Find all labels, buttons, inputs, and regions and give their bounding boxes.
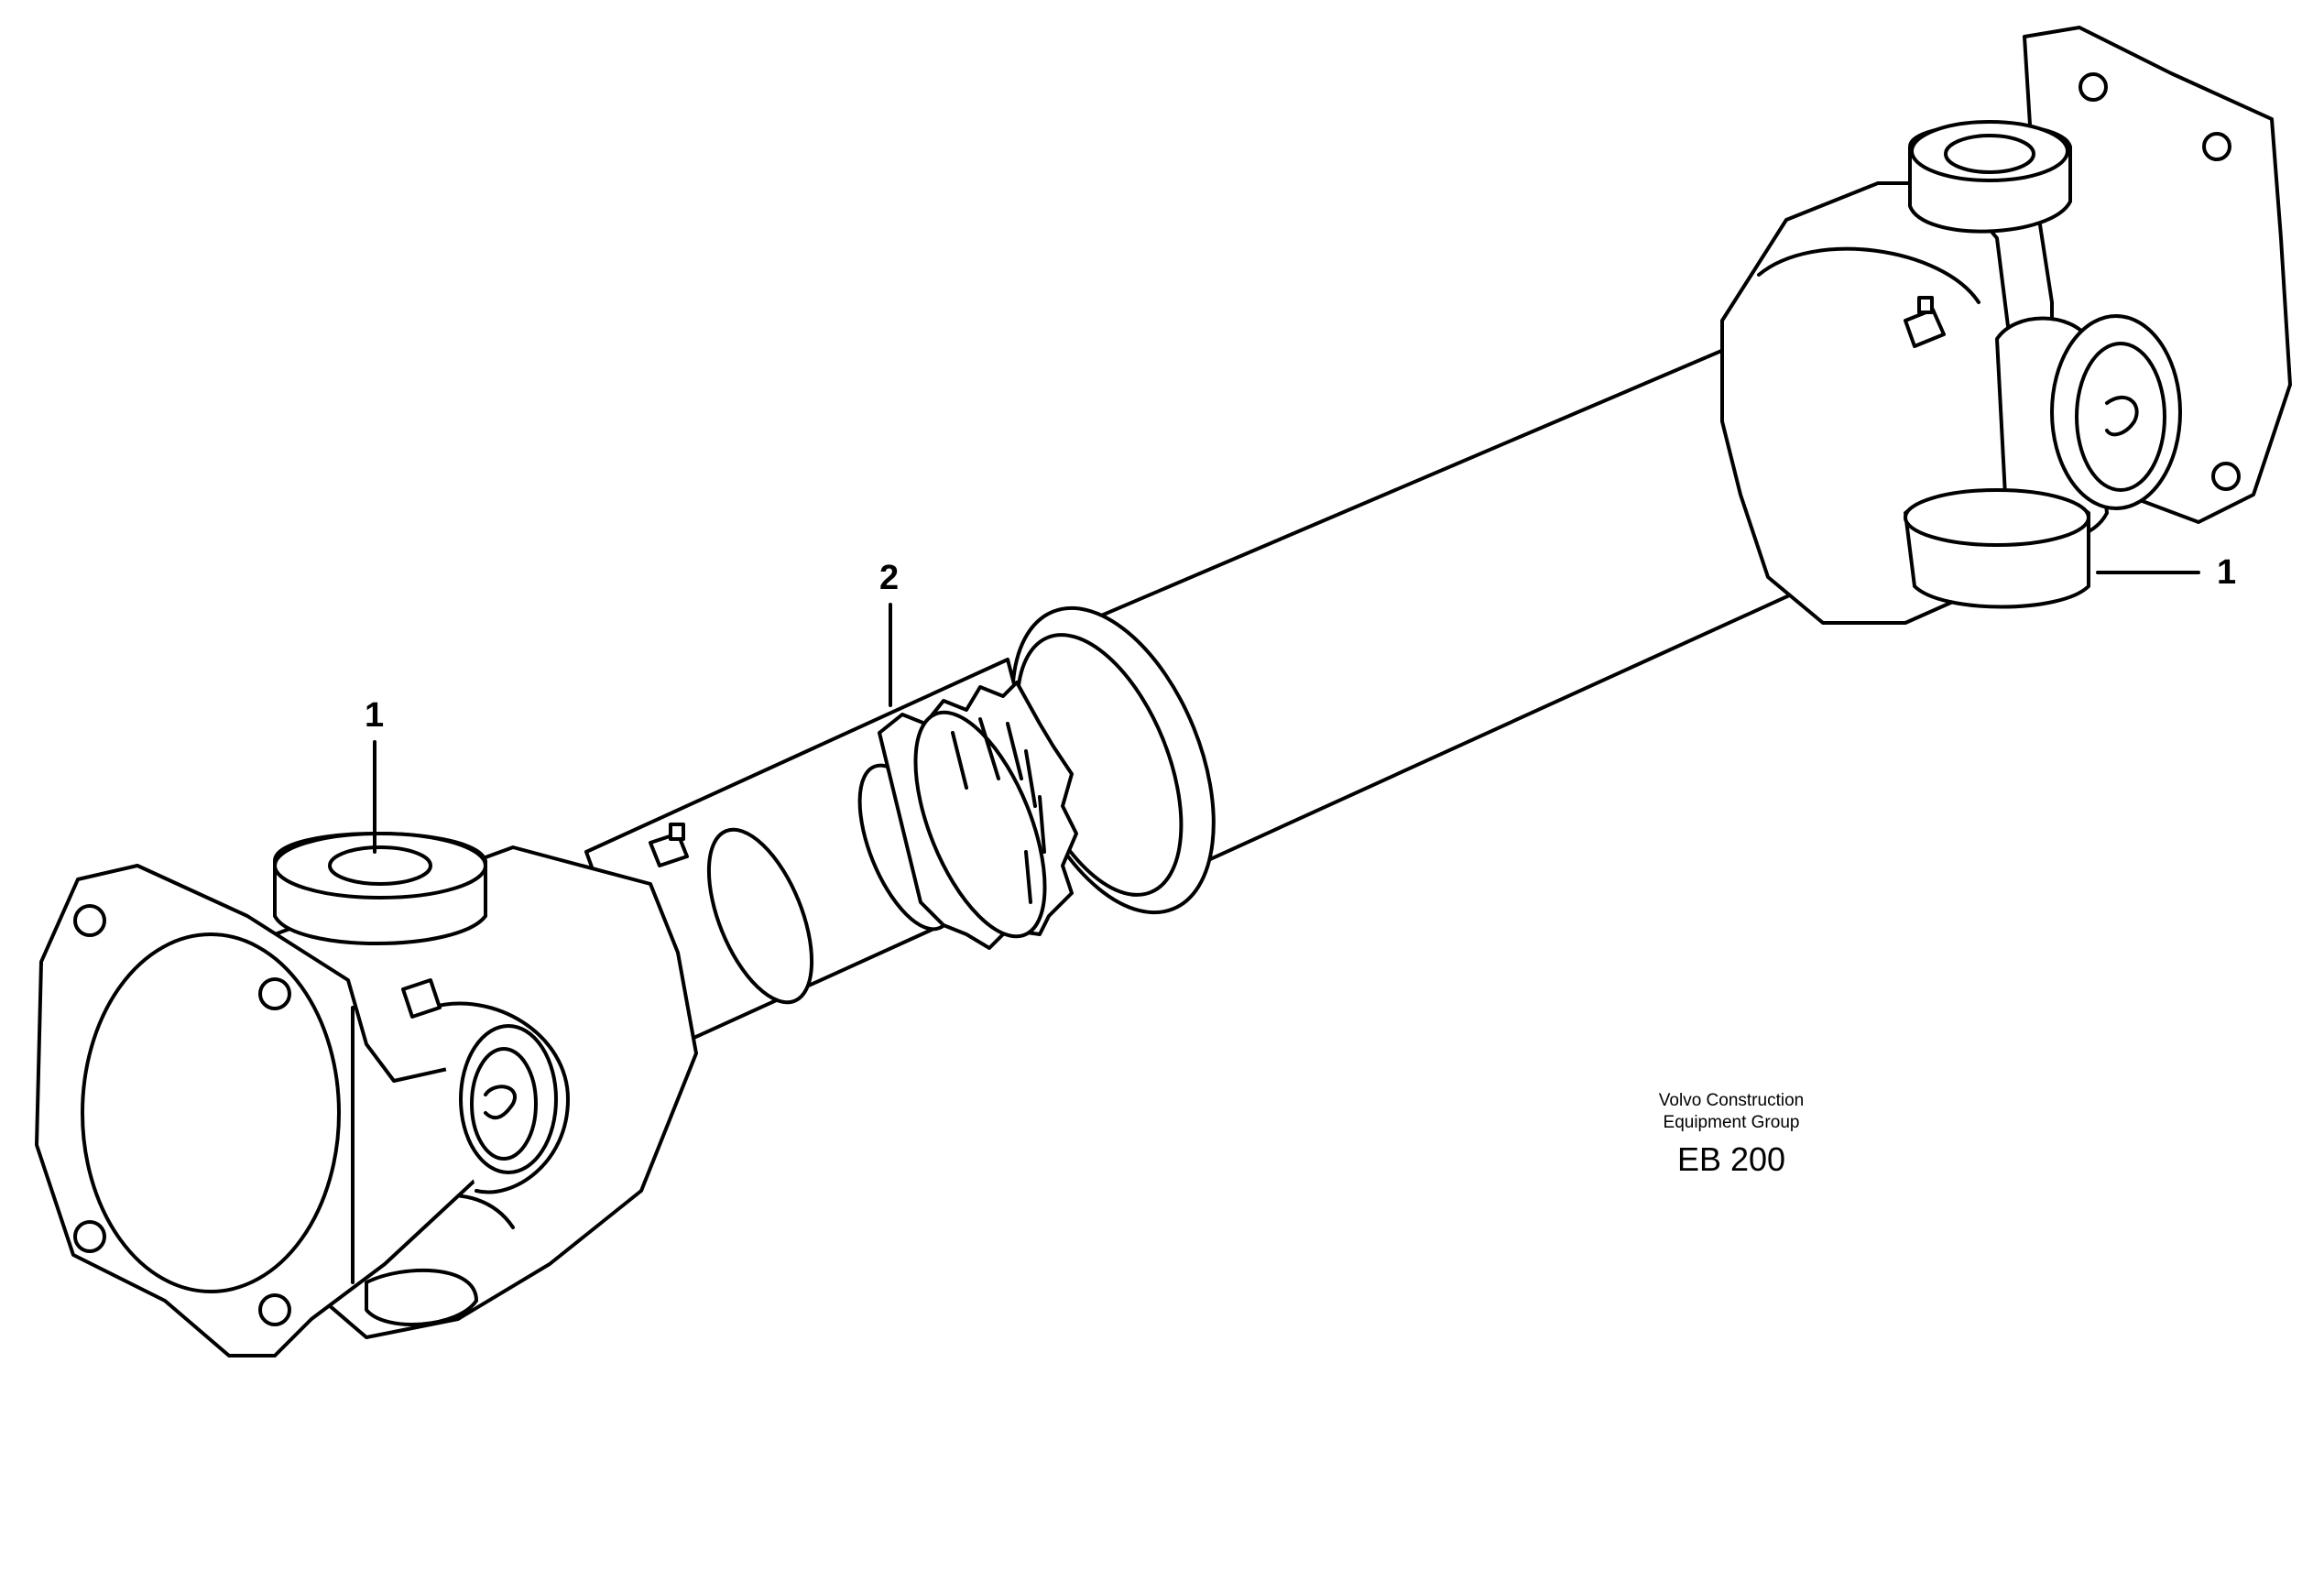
left-cross-bearings bbox=[273, 832, 570, 1326]
callout-left-joint: 1 bbox=[365, 696, 385, 735]
callout-right-joint: 1 bbox=[2217, 553, 2237, 592]
caption-line-2: Equipment Group bbox=[1663, 1113, 1800, 1132]
leader-lines bbox=[373, 571, 2200, 854]
publisher-caption: Volvo Construction Equipment Group EB 20… bbox=[1594, 1090, 1869, 1180]
caption-line-1: Volvo Construction bbox=[1658, 1091, 1805, 1110]
grease-nipple-left bbox=[649, 823, 689, 867]
caption-figure-code: EB 200 bbox=[1676, 1140, 1786, 1178]
callout-slip-joint: 2 bbox=[879, 559, 900, 597]
right-cross-bearings bbox=[1904, 120, 2182, 609]
left-flange-plate bbox=[35, 864, 515, 1357]
spline-gear bbox=[878, 681, 1078, 950]
